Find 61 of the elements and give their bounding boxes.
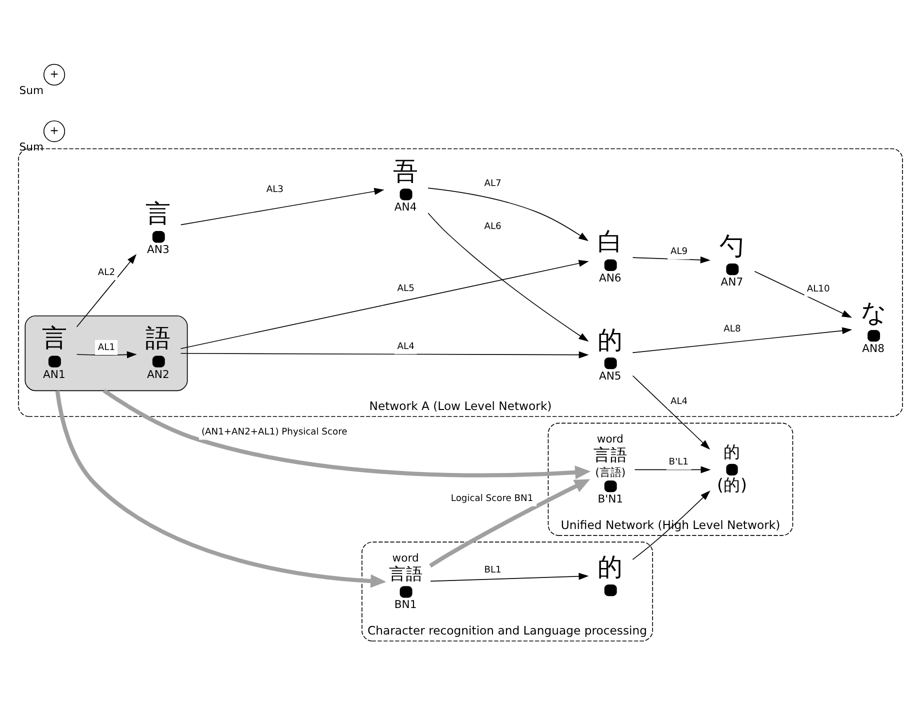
arrow — [76, 254, 137, 327]
node-label: word — [596, 432, 624, 446]
node-label: な — [860, 297, 887, 326]
arrow — [632, 326, 852, 353]
node-label: AN3 — [147, 242, 170, 256]
arrow — [76, 350, 137, 358]
node-label: 勺 — [720, 230, 745, 260]
edge-label: AL8 — [724, 324, 741, 334]
node-label: (言語) — [595, 465, 626, 478]
node-label: 的 — [723, 442, 740, 461]
node-label: 言 — [146, 198, 171, 228]
edge-label: AL7 — [484, 178, 502, 188]
node-label: 的 — [598, 324, 623, 354]
node-label: Sum — [19, 83, 44, 96]
arrow — [180, 259, 589, 349]
node-label: 的 — [598, 552, 623, 581]
node-label: B'N1 — [598, 492, 624, 505]
arrow — [632, 374, 710, 450]
node-label: 語 — [146, 323, 171, 352]
node-label: word — [392, 551, 419, 564]
node-circle: + — [43, 120, 66, 142]
node-label: 白 — [598, 226, 623, 256]
edge-label: AL4 — [670, 396, 688, 406]
edge-label: AL1 — [98, 342, 116, 352]
edge-label: B'L1 — [668, 457, 688, 468]
arrow — [428, 212, 589, 342]
arrow — [634, 466, 711, 473]
edge-label: (AN1+AN2+AL1) Physical Score — [201, 427, 348, 438]
edge-label: AL3 — [266, 184, 284, 194]
node-label: 言語 — [594, 445, 628, 464]
cluster — [24, 314, 188, 391]
node-label: AN2 — [147, 367, 170, 380]
node-label: 言 — [42, 323, 67, 352]
arrow — [754, 270, 852, 318]
node-label: 吾 — [393, 156, 418, 185]
edge-label: AL9 — [670, 246, 688, 257]
node-label: BN1 — [394, 598, 417, 611]
node-circle: + — [43, 63, 66, 86]
arrow — [632, 490, 710, 560]
node-label: AN7 — [720, 274, 744, 288]
node-label: AN4 — [394, 200, 417, 214]
node-label: AN5 — [598, 368, 622, 382]
edge-label: BL1 — [484, 565, 502, 576]
edge-label: AL10 — [806, 284, 830, 294]
edge-label: AL4 — [397, 341, 414, 352]
node-label: AN1 — [43, 367, 66, 380]
edge-label: Logical Score BN1 — [450, 494, 534, 504]
arrow — [428, 187, 589, 241]
node-label: AN8 — [862, 341, 884, 354]
node-label: (的) — [717, 475, 748, 494]
arrow — [55, 390, 386, 588]
arrow — [429, 478, 590, 568]
arrow — [180, 350, 589, 358]
arrow — [430, 572, 589, 582]
node-label: 言語 — [388, 564, 423, 583]
edge-label: AL6 — [484, 222, 502, 232]
edge-label: AL5 — [397, 283, 414, 294]
arrow — [632, 256, 710, 263]
edge-label: AL2 — [98, 267, 116, 278]
node-label: AN6 — [598, 270, 622, 284]
arrow — [180, 187, 384, 225]
